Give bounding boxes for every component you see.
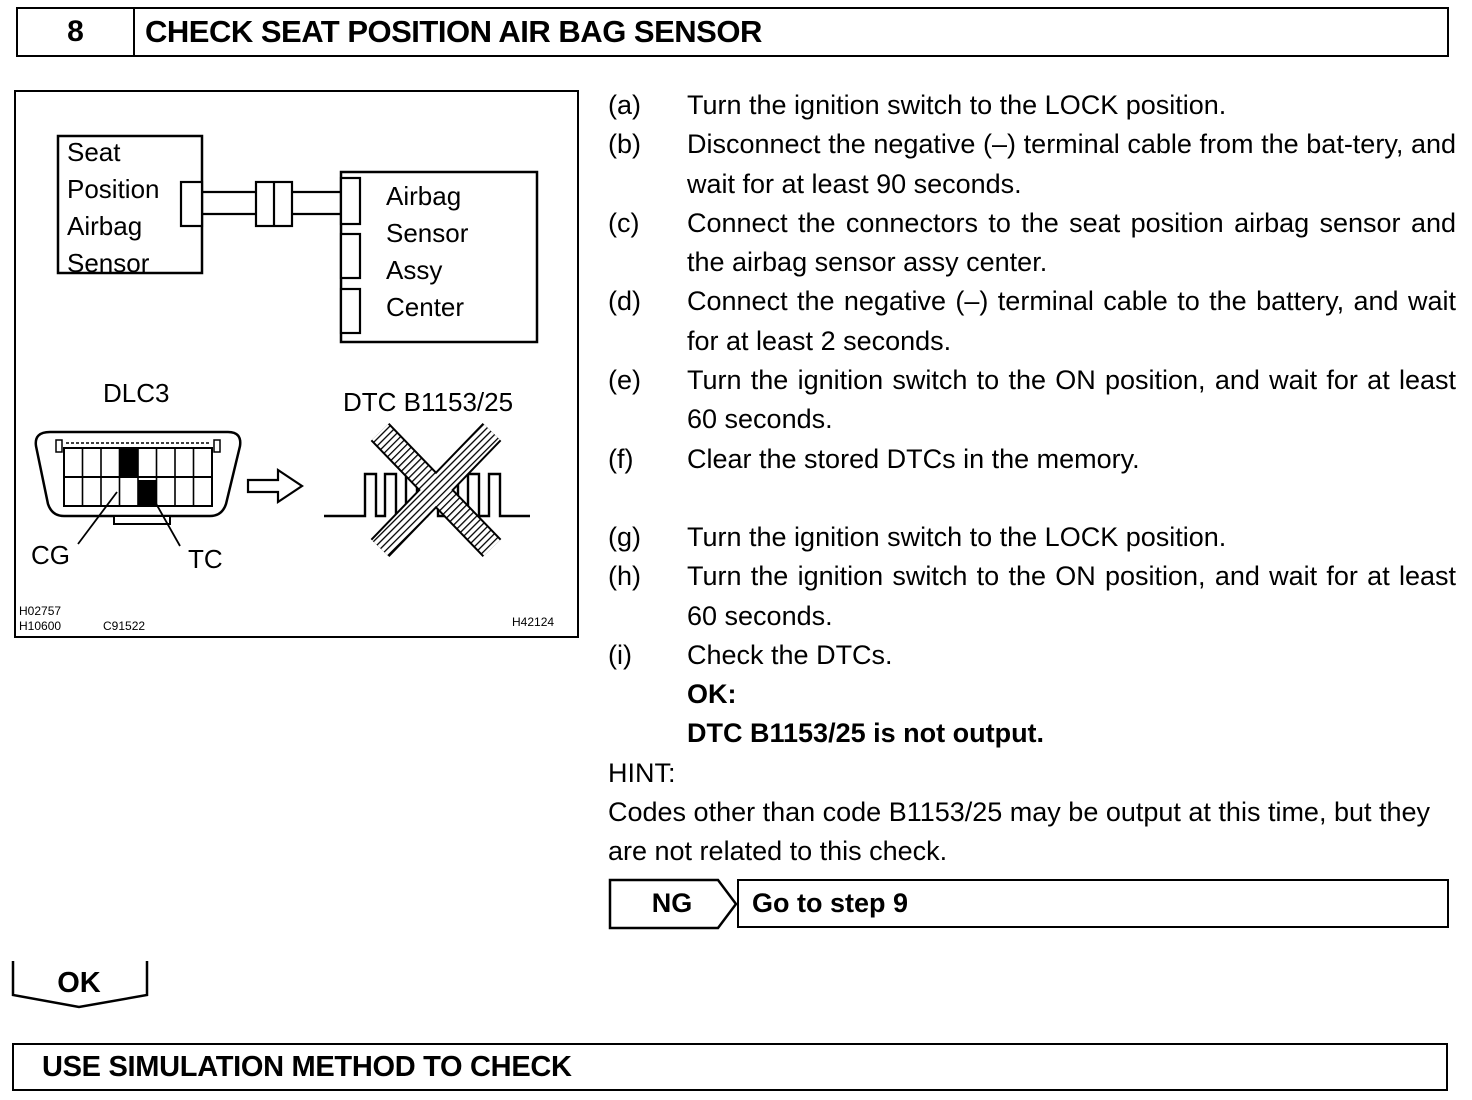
dlc3-connector [34, 430, 242, 547]
hint-label: HINT: [608, 757, 676, 788]
ok-condition-text: DTC B1153/25 is not output. [687, 718, 1045, 749]
procedure-step: (b) Disconnect the negative (–) terminal… [608, 129, 1456, 199]
ng-label: NG [651, 887, 693, 918]
hint-text: Codes other than code B1153/25 may be ou… [608, 797, 1431, 867]
seat-sensor-label: Seat Position Airbag Sensor [67, 137, 160, 278]
procedure-step: (i) Check the DTCs. [608, 639, 893, 670]
procedure-step: (f) Clear the stored DTCs in the memory. [608, 443, 1140, 474]
ref-code: C91522 [103, 619, 146, 633]
ref-code: H10600 [19, 619, 62, 633]
next-step-box[interactable]: USE SIMULATION METHOD TO CHECK [12, 1043, 1448, 1091]
sensor-center-label: Airbag Sensor Assy Center [386, 181, 469, 322]
ok-branch: OK [11, 959, 151, 1009]
connection-figure: Seat Position Airbag Sensor Airbag Senso… [14, 90, 579, 638]
procedure-step: (a) Turn the ignition switch to the LOCK… [608, 90, 1227, 120]
ng-tag-shape [608, 878, 738, 930]
sensor-center-box [339, 170, 539, 344]
step-title: CHECK SEAT POSITION AIR BAG SENSOR [145, 14, 762, 49]
cg-terminal-label: CG [31, 540, 70, 570]
ng-action[interactable]: Go to step 9 [737, 879, 1449, 928]
ref-code: H02757 [19, 604, 62, 618]
cross-mark-icon [370, 422, 502, 558]
dlc3-label: DLC3 [103, 378, 170, 408]
step-number: 8 [18, 9, 135, 55]
ref-code: H42124 [512, 615, 555, 629]
procedure-step: (d) Connect the negative (–) terminal ca… [608, 286, 1456, 356]
dtc-label: DTC B1153/25 [343, 387, 514, 417]
procedure-step: (c) Connect the connectors to the seat p… [608, 207, 1456, 278]
ok-tab-label: OK [57, 967, 101, 999]
procedure-step: (g) Turn the ignition switch to the LOCK… [608, 521, 1227, 552]
wire-harness [202, 180, 342, 228]
procedure-step: (h) Turn the ignition switch to the ON p… [608, 561, 1456, 631]
seat-sensor-box [56, 134, 204, 275]
tc-terminal-label: TC [188, 544, 223, 574]
ng-branch: NG Go to step 9 [608, 878, 1450, 930]
procedure-list: (a) Turn the ignition switch to the LOCK… [608, 86, 1456, 872]
figure-drawing [34, 134, 539, 558]
arrow-right-icon [246, 467, 304, 505]
ok-tab-shape [11, 961, 149, 1009]
procedure-step: (e) Turn the ignition switch to the ON p… [608, 365, 1456, 435]
step-header: 8 CHECK SEAT POSITION AIR BAG SENSOR [16, 7, 1449, 57]
ok-condition: OK: DTC B1153/25 is not output. [608, 675, 1456, 754]
ok-condition-label: OK: [687, 679, 737, 710]
